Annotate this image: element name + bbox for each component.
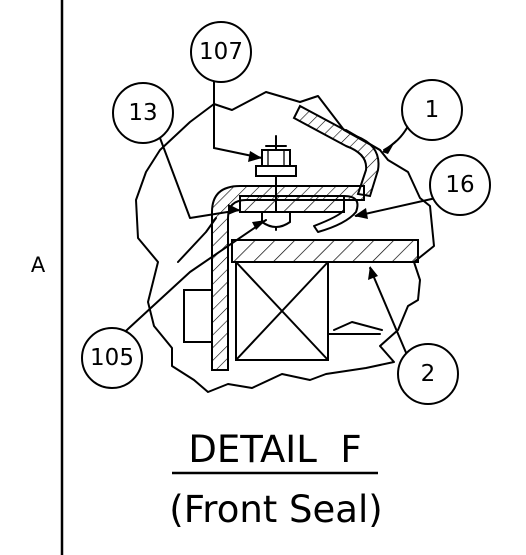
- arrow-16: [354, 208, 368, 219]
- part-13-plate: [239, 195, 345, 213]
- arrow-105: [252, 220, 266, 230]
- detail-subtitle: (Front Seal): [169, 488, 382, 531]
- callout-13: 13: [112, 82, 174, 144]
- svg-text:107: 107: [199, 39, 243, 65]
- svg-text:2: 2: [421, 361, 436, 387]
- leader-2: [369, 267, 411, 363]
- part-2-bar: [231, 239, 419, 263]
- arrow-107: [248, 151, 262, 162]
- arrow-2: [368, 266, 378, 280]
- breakout-outline: [135, 91, 435, 393]
- break-line-2: [333, 321, 383, 331]
- svg-text:13: 13: [128, 100, 157, 126]
- left-block: [183, 289, 213, 343]
- detail-title: DETAIL F: [188, 428, 361, 471]
- callout-105: 105: [81, 327, 143, 389]
- bolt-107: [255, 135, 297, 231]
- svg-text:16: 16: [445, 172, 474, 198]
- leader-13: [159, 137, 241, 219]
- leader-105: [115, 219, 267, 341]
- callout-107: 107: [190, 21, 252, 83]
- callout-1: 1: [401, 79, 463, 141]
- break-line: [177, 217, 217, 263]
- arrow-1: [382, 140, 396, 154]
- svg-text:105: 105: [90, 345, 134, 371]
- part-16-seal: [313, 195, 359, 233]
- leader-16: [355, 197, 437, 217]
- arrow-13: [228, 204, 240, 215]
- zone-label: A: [31, 253, 46, 277]
- svg-text:1: 1: [425, 97, 440, 123]
- callout-16: 16: [429, 154, 491, 216]
- callout-2: 2: [397, 343, 459, 405]
